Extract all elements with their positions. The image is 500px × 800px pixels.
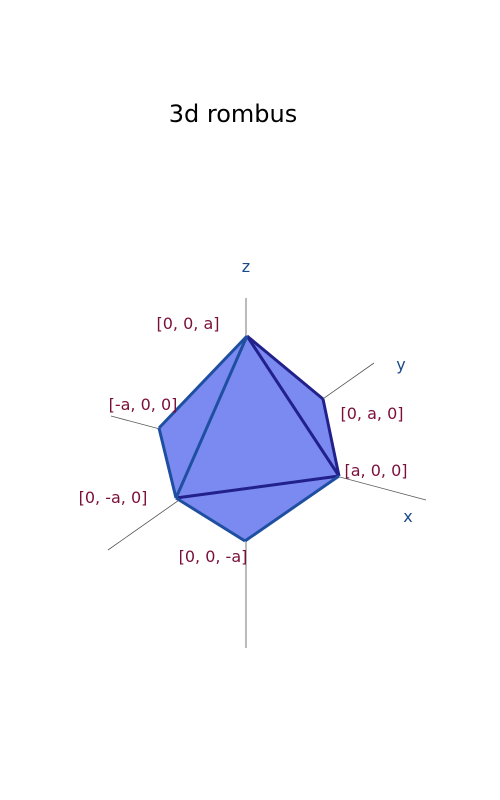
edge-ypos-xpos bbox=[321, 398, 341, 477]
edge-bottom-xpos bbox=[244, 474, 340, 543]
edge-xneg-yneg bbox=[157, 427, 178, 499]
edge-top-xpos bbox=[245, 335, 341, 477]
edge-yneg-xpos bbox=[175, 474, 340, 500]
vertex-label-bottom: [0, 0, -a] bbox=[179, 547, 248, 566]
vertex-label-xpos: [a, 0, 0] bbox=[345, 461, 408, 480]
vertex-label-top: [0, 0, a] bbox=[157, 314, 220, 333]
rhombus-face bbox=[159, 336, 339, 541]
vertex-label-ypos: [0, a, 0] bbox=[341, 404, 404, 423]
edge-top-xneg bbox=[157, 334, 249, 430]
axis-label-y: y bbox=[396, 355, 405, 374]
edge-top-ypos bbox=[246, 334, 324, 401]
axis-label-z: z bbox=[242, 257, 250, 276]
axis-label-x: x bbox=[403, 507, 412, 526]
vertex-label-xneg: [-a, 0, 0] bbox=[109, 395, 178, 414]
diagram-title: 3d rombus bbox=[168, 100, 298, 128]
edge-top-yneg bbox=[174, 335, 249, 499]
edge-yneg-bottom bbox=[175, 496, 246, 543]
vertex-label-yneg: [0, -a, 0] bbox=[79, 488, 148, 507]
